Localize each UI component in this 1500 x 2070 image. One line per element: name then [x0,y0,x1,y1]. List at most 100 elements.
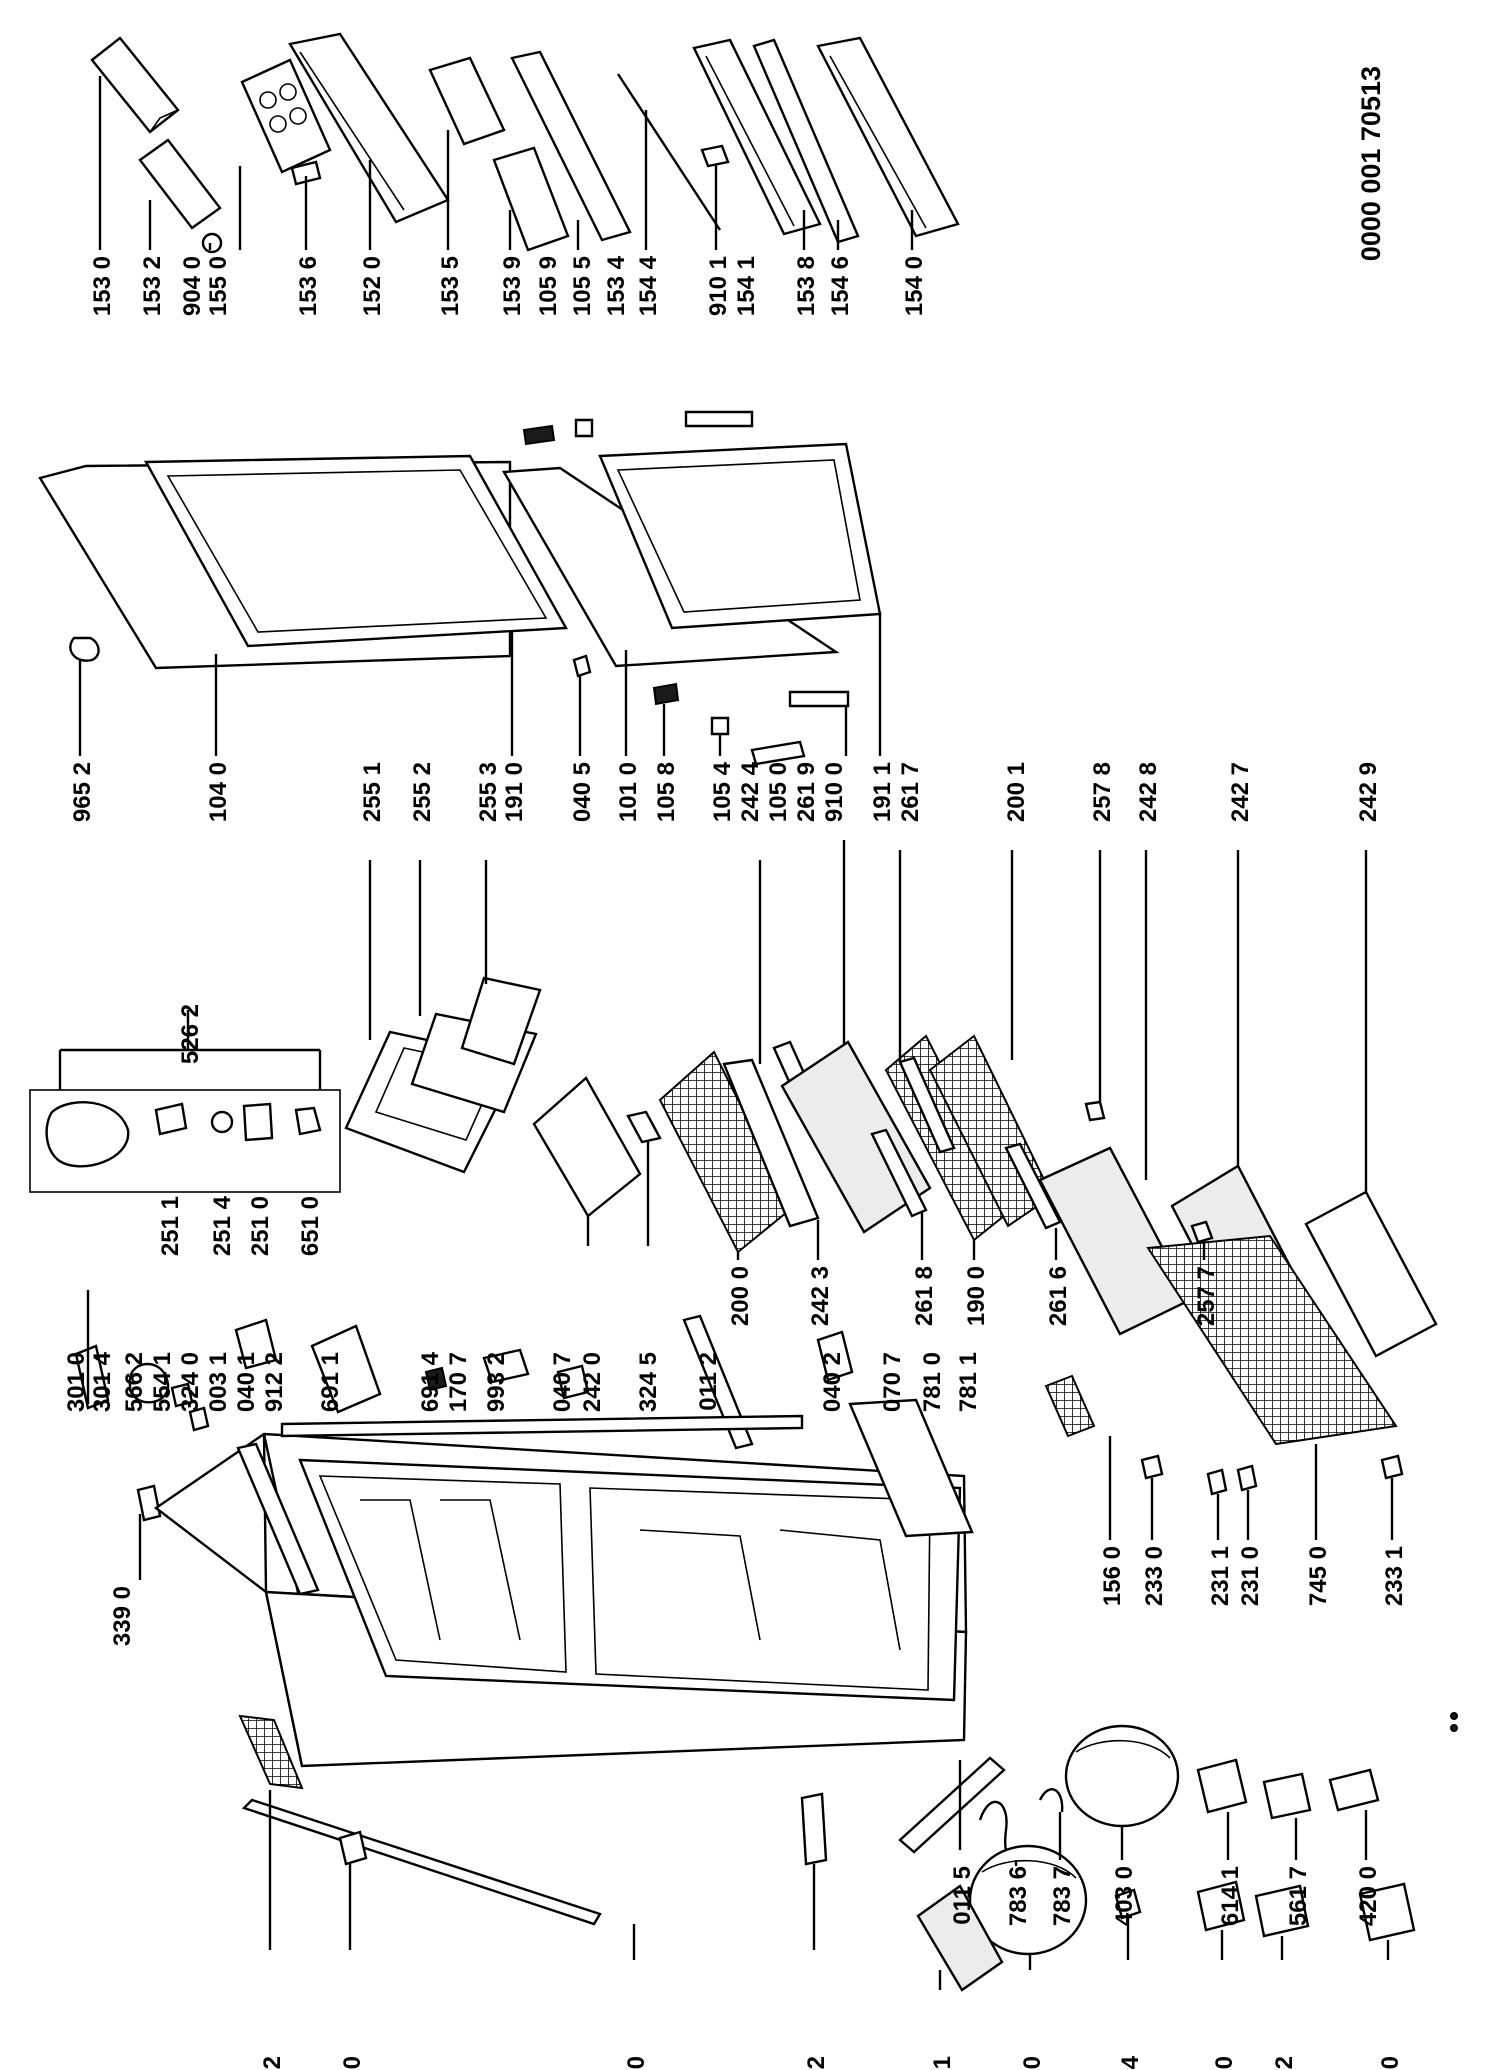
clip-2311-drawing [1206,1468,1228,1496]
compressor-4020-drawing [968,1844,1088,1956]
label-040-2: 040 2 [819,1352,846,1412]
clip-1536-drawing [290,160,322,186]
label-491-0: 491 0 [1377,2056,1404,2070]
label-233-0: 233 0 [1141,1546,1168,1606]
relay-5612-drawing [1254,1884,1310,1938]
label-554-1: 554 1 [149,1352,176,1412]
label-154-4: 154 4 [635,255,662,316]
freezer-door-1010-drawing [502,442,882,668]
leader-lines [58,76,1394,1990]
small-bin-1539-drawing [492,146,570,252]
stopper-9652-drawing [69,636,100,662]
label-156-0: 156 0 [1099,1546,1126,1606]
egg-tray-drawing [90,36,180,134]
label-105-9: 105 9 [535,256,562,316]
fan-cover-drawing [45,1101,130,1168]
tube-7837-drawing [1038,1788,1064,1813]
label-740-0: 740 0 [623,2056,650,2070]
bulb-holder-2514-drawing [210,1110,234,1134]
label-402-4: 402 4 [1117,2055,1144,2070]
label-231-0: 231 0 [1237,1546,1264,1606]
label-910-1: 910 1 [705,256,732,316]
label-651-0: 651 0 [297,1196,324,1256]
label-153-8: 153 8 [793,256,820,316]
label-339-0: 339 0 [109,1586,136,1646]
drier-7642-drawing [800,1792,828,1866]
label-153-9: 153 9 [499,256,526,316]
dot-2-drawing [1450,1724,1458,1732]
knob-drawing [201,232,223,254]
rod-1544-drawing [616,73,730,231]
label-155-0: 155 0 [205,256,232,316]
label-301-4: 301 4 [89,1351,116,1412]
tube-7812-drawing [241,1798,602,1926]
lamp-cover-2511-drawing [154,1102,188,1136]
evaporator-7450-drawing [1146,1234,1398,1446]
hinge-1059-drawing [522,424,556,446]
label-255-3: 255 3 [475,762,502,822]
part-4910-drawing [1358,1882,1416,1942]
label-566-2: 566 2 [121,1352,148,1412]
label-231-1: 231 1 [1207,1546,1234,1606]
label-764-2: 764 2 [803,2056,830,2070]
bottle-rail-1534-drawing [510,50,632,242]
label-691-4: 691 4 [417,1351,444,1412]
switch-5541-drawing [170,1382,194,1408]
trim-1707-drawing [280,1414,804,1438]
label-242-9: 242 9 [1355,762,1382,822]
hinge-2330-drawing [1140,1454,1164,1480]
label-324-0: 324 0 [177,1352,204,1412]
bulb-6510-drawing [294,1106,322,1136]
label-561-7: 561 7 [1285,1866,1312,1926]
label-261-8: 261 8 [911,1266,938,1326]
label-153-6: 153 6 [295,256,322,316]
compressor-4030-drawing [1064,1724,1180,1828]
drawer-2423-drawing [780,1040,932,1234]
label-153-5: 153 5 [437,256,464,316]
label-040-7: 040 7 [549,1352,576,1412]
clip-6914-drawing [424,1366,448,1392]
label-011-5: 011 5 [949,1866,976,1925]
label-251-0: 251 0 [247,1196,274,1256]
label-242-0: 242 0 [579,1352,606,1412]
label-105-4: 105 4 [709,761,736,822]
cabinet-drawing [153,1398,974,1768]
part-4024-drawing [1114,1888,1142,1920]
label-200-1: 200 1 [1003,762,1030,822]
label-965-2: 965 2 [69,762,96,822]
label-251-4: 251 4 [209,1195,236,1256]
label-154-1: 154 1 [733,256,760,316]
hinge-1054-drawing [710,716,730,736]
label-003-1: 003 1 [205,1352,232,1412]
small-bin-1535-drawing [428,56,506,146]
label-153-0: 153 0 [89,256,116,316]
label-993-2: 993 2 [483,1352,510,1412]
label-402-1: 402 1 [929,2056,956,2070]
part-labels: 153 0 153 2 904 0 155 0 153 6 152 0 153 … [63,255,1408,2070]
label-191-0: 191 0 [501,762,528,822]
cable-6911-drawing [310,1324,382,1414]
label-153-2: 153 2 [139,256,166,316]
profile-3245-drawing [626,1110,662,1144]
relay-5617-drawing [1262,1772,1312,1820]
label-324-5: 324 5 [635,1352,662,1412]
label-105-8: 105 8 [653,762,680,822]
label-781-0: 781 0 [919,1352,946,1412]
clip-2577-drawing [1190,1220,1214,1244]
rail-2617-drawing [898,1056,956,1154]
hinge-1055-drawing [574,418,594,438]
label-781-1: 781 1 [955,1352,982,1412]
sensor-9932-drawing [482,1348,530,1384]
relay-6140-drawing [1196,1880,1246,1932]
capacitor-4200-drawing [1328,1768,1380,1812]
label-040-5: 040 5 [569,762,596,822]
label-170-7: 170 7 [445,1352,472,1412]
label-242-4: 242 4 [737,761,764,822]
fridge-door-1040-drawing [38,454,568,670]
label-255-2: 255 2 [409,762,436,822]
hinge-9101-drawing [684,410,754,428]
knob-5662-drawing [128,1362,170,1404]
label-040-1: 040 1 [233,1352,260,1412]
label-403-0: 403 0 [1111,1866,1138,1926]
profile-0112-drawing [682,1314,754,1450]
